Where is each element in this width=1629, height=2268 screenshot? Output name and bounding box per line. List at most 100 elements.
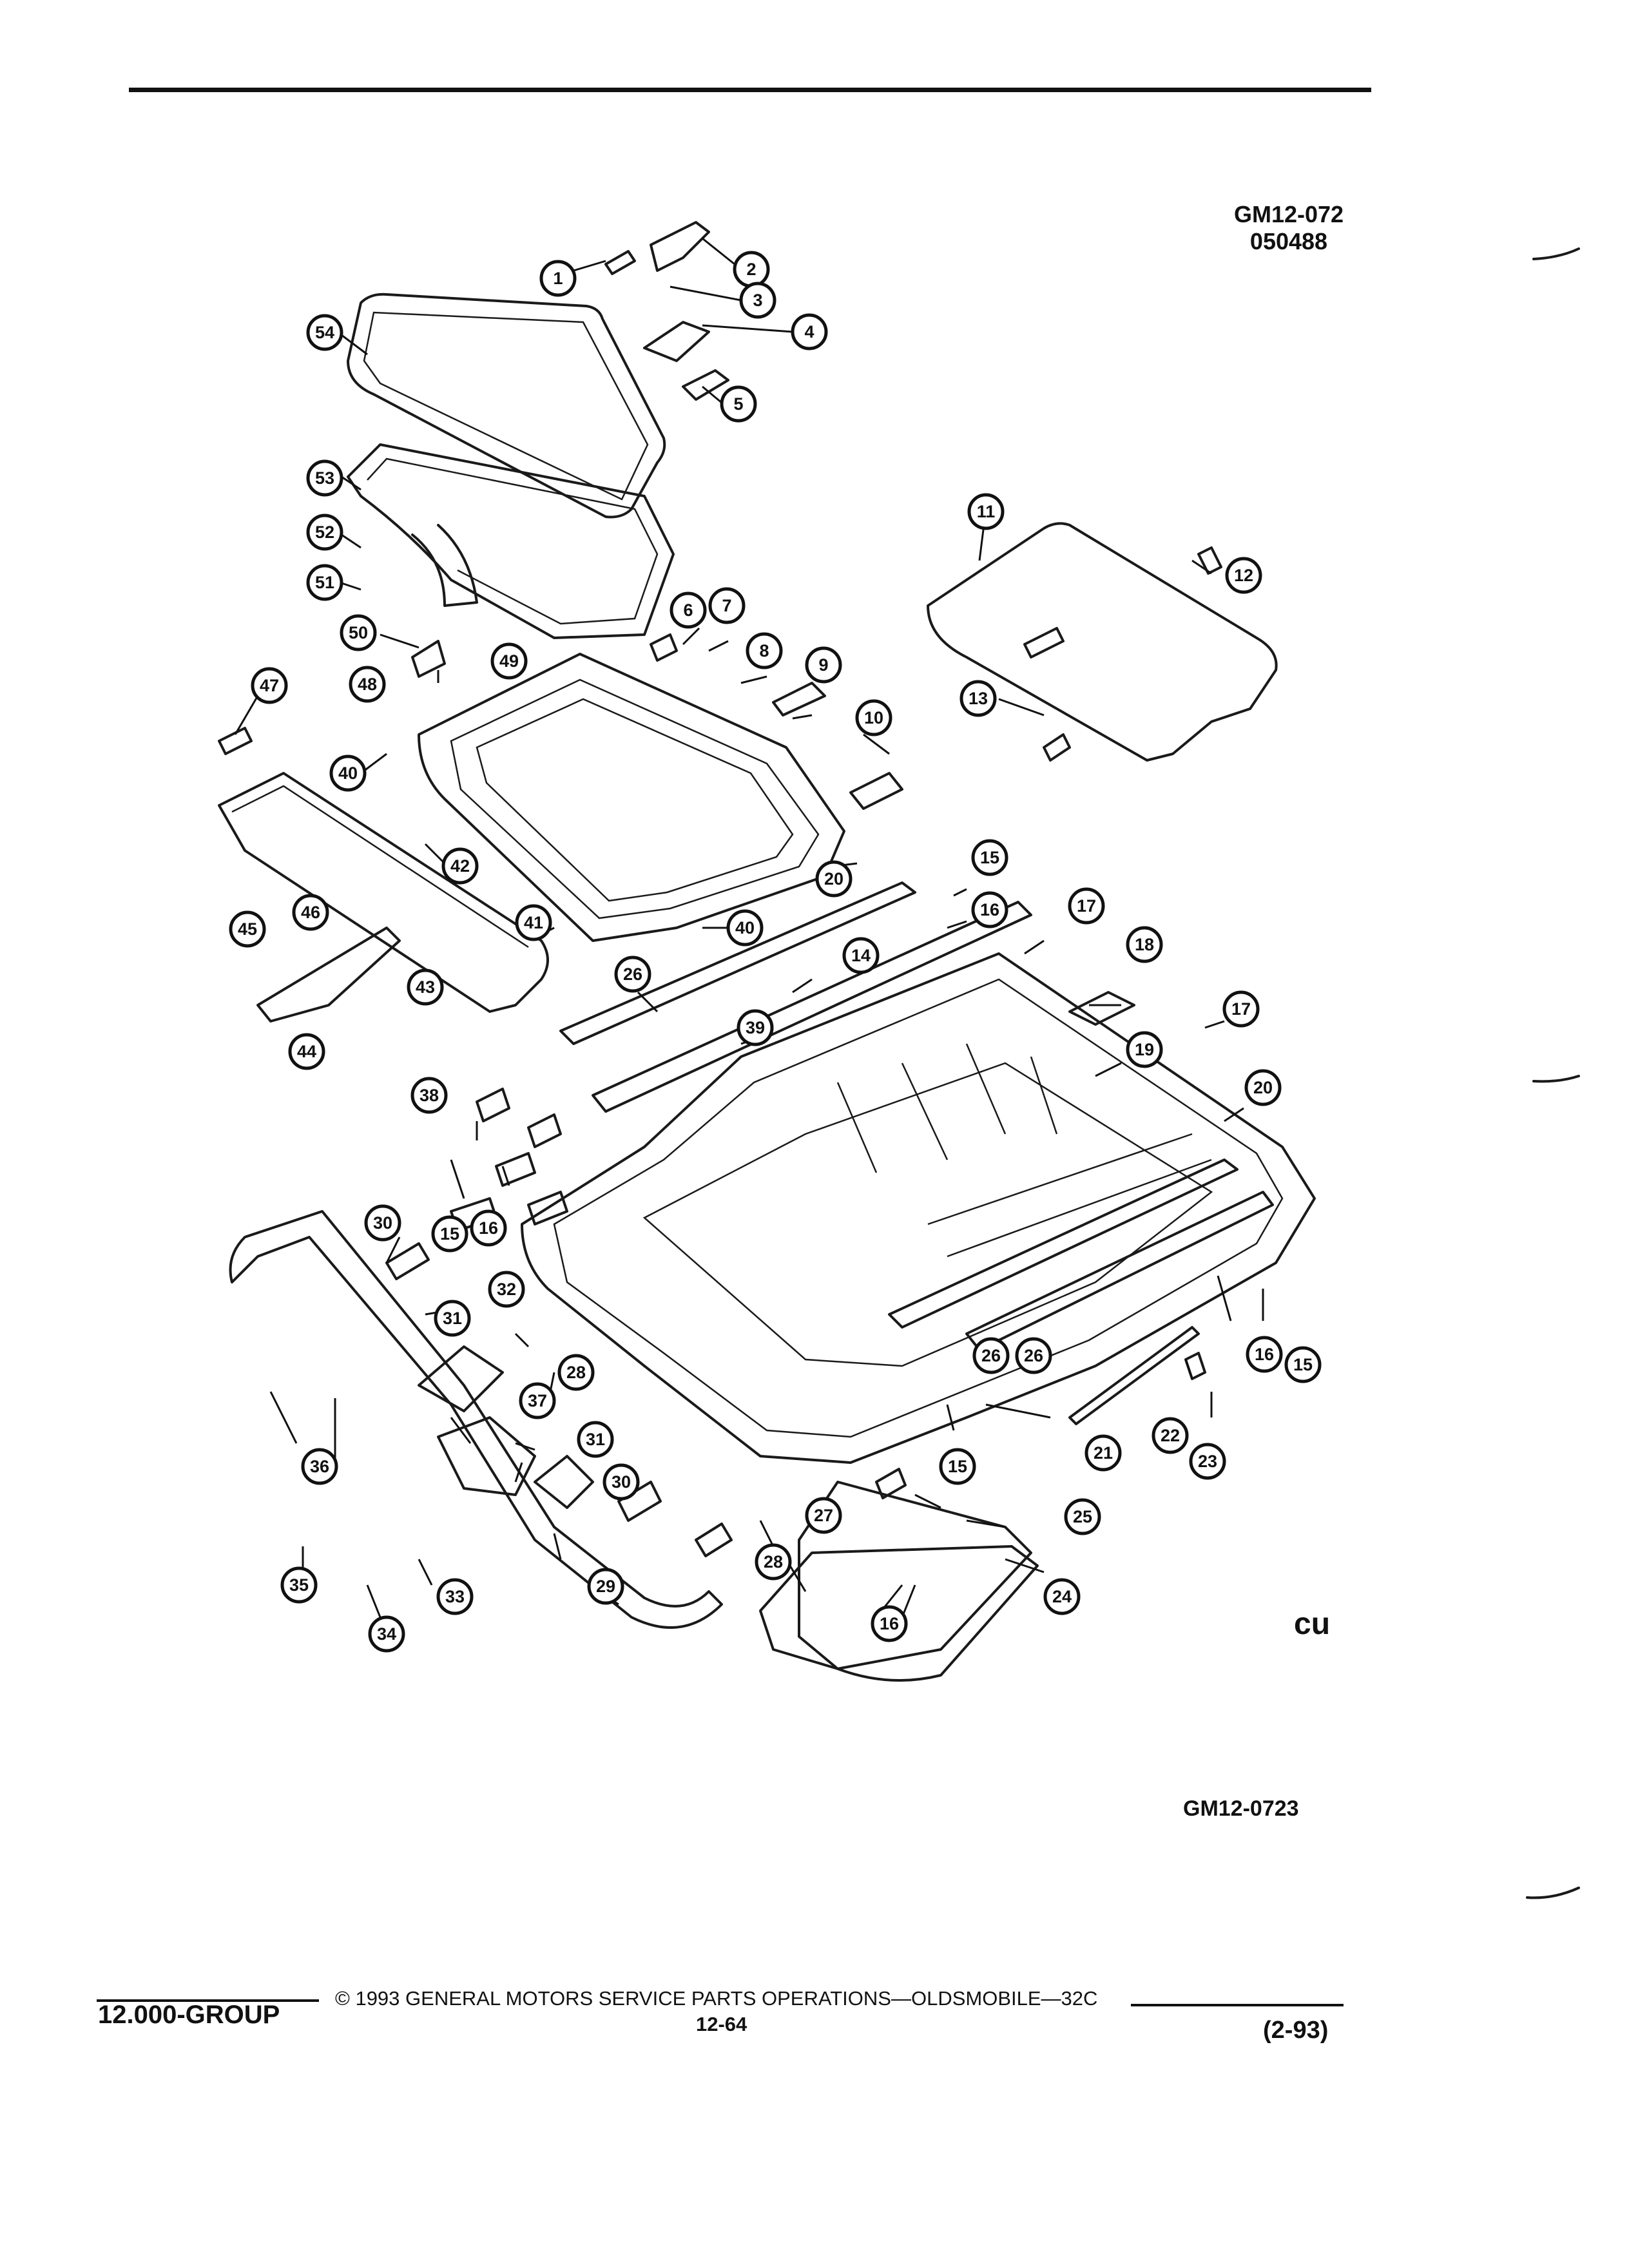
callout-16d-label: 16 (880, 1614, 899, 1633)
callout-52-label: 52 (315, 523, 334, 542)
callout-36: 36 (301, 1448, 338, 1485)
callout-17a-label: 17 (1077, 896, 1096, 916)
callout-18-label: 18 (1135, 935, 1154, 954)
callout-13-label: 13 (969, 689, 988, 708)
callout-11: 11 (967, 493, 1005, 530)
callout-20a: 20 (815, 860, 853, 898)
callout-37-label: 37 (528, 1391, 547, 1410)
callout-49: 49 (490, 642, 528, 680)
callout-5-label: 5 (733, 394, 743, 414)
callout-16a: 16 (971, 891, 1008, 928)
callout-11-label: 11 (977, 502, 996, 521)
callout-15d-label: 15 (948, 1457, 967, 1476)
callout-34: 34 (368, 1615, 405, 1653)
callout-50-label: 50 (349, 623, 368, 642)
callout-9: 9 (805, 646, 842, 684)
margin-mark-1 (1532, 247, 1580, 260)
callout-26a-label: 26 (623, 965, 642, 984)
callout-14-label: 14 (851, 946, 871, 965)
callout-5: 5 (720, 385, 757, 423)
callout-16b: 16 (470, 1209, 507, 1247)
callout-45: 45 (229, 910, 266, 948)
callout-17a: 17 (1068, 887, 1105, 925)
callout-16c: 16 (1246, 1336, 1283, 1373)
callout-20b-label: 20 (1253, 1078, 1273, 1097)
callout-29: 29 (587, 1568, 624, 1605)
callout-46-label: 46 (301, 903, 320, 922)
callout-40b: 40 (726, 909, 764, 947)
footer-group: 12.000-GROUP (98, 2001, 280, 2029)
callout-26b-label: 26 (981, 1346, 1001, 1365)
callout-26c: 26 (1015, 1337, 1052, 1374)
callout-23: 23 (1189, 1443, 1226, 1480)
callout-31a-label: 31 (443, 1309, 462, 1328)
callout-30a: 30 (364, 1204, 401, 1242)
callout-2: 2 (733, 251, 770, 288)
callout-32: 32 (488, 1271, 525, 1308)
callout-17b: 17 (1222, 990, 1260, 1028)
top-rule (129, 88, 1371, 92)
callout-45-label: 45 (238, 919, 257, 939)
callout-26a: 26 (614, 956, 651, 993)
callout-35: 35 (280, 1566, 318, 1604)
callout-7-label: 7 (722, 596, 731, 615)
callout-38: 38 (410, 1077, 448, 1114)
logo-mark: cu (1294, 1607, 1330, 1641)
callout-51: 51 (306, 564, 343, 601)
callout-31b: 31 (577, 1421, 614, 1458)
callout-47-label: 47 (260, 676, 279, 695)
callout-16c-label: 16 (1255, 1345, 1274, 1364)
figure-code: GM12-0723 (1183, 1796, 1299, 1821)
callout-49-label: 49 (499, 651, 519, 671)
callout-39-label: 39 (746, 1018, 765, 1037)
callout-9-label: 9 (818, 655, 828, 675)
callout-15b-label: 15 (440, 1224, 459, 1244)
callout-54-label: 54 (315, 323, 334, 342)
callout-31b-label: 31 (586, 1430, 605, 1449)
callout-16a-label: 16 (980, 900, 999, 919)
footer-page-number: 12-64 (696, 2013, 747, 2035)
callout-33: 33 (436, 1578, 474, 1615)
callout-31a: 31 (434, 1300, 471, 1337)
callout-34-label: 34 (377, 1624, 396, 1644)
callout-33-label: 33 (445, 1587, 465, 1606)
parts-drawing (218, 221, 1316, 1682)
callout-52: 52 (306, 514, 343, 551)
header-code: GM12-072 050488 (1211, 201, 1366, 255)
callout-13: 13 (959, 680, 997, 717)
callout-25: 25 (1064, 1498, 1101, 1535)
callout-53-label: 53 (315, 468, 334, 488)
callout-8: 8 (746, 632, 783, 669)
callout-15a: 15 (971, 839, 1008, 876)
callout-23-label: 23 (1198, 1452, 1217, 1471)
callout-43-label: 43 (416, 977, 435, 997)
callout-21: 21 (1084, 1434, 1122, 1472)
callout-18: 18 (1126, 926, 1163, 963)
callout-6-label: 6 (683, 601, 693, 620)
callout-41: 41 (515, 904, 552, 941)
callout-53: 53 (306, 459, 343, 497)
callout-15a-label: 15 (980, 848, 999, 867)
callout-16d: 16 (871, 1605, 908, 1642)
callout-24: 24 (1043, 1578, 1081, 1615)
header-code-line1: GM12-072 (1233, 201, 1344, 227)
callout-3: 3 (739, 282, 776, 319)
callout-3-label: 3 (753, 291, 762, 310)
callout-44-label: 44 (297, 1042, 316, 1061)
callout-29-label: 29 (596, 1577, 615, 1596)
callout-43: 43 (407, 968, 444, 1006)
callout-32-label: 32 (497, 1280, 516, 1299)
footer-rule-left (97, 1999, 319, 2002)
callout-30b-label: 30 (612, 1472, 631, 1492)
callout-4: 4 (791, 313, 828, 351)
callout-1-label: 1 (553, 269, 563, 288)
callout-group: 1 2 3 4 5 6 7 8 9 10 11 12 13 14 15 15 1… (229, 251, 1322, 1653)
callout-38-label: 38 (419, 1086, 439, 1105)
callout-22-label: 22 (1161, 1426, 1180, 1445)
callout-48: 48 (349, 666, 386, 703)
callout-47: 47 (251, 667, 288, 704)
callout-27-label: 27 (814, 1506, 833, 1525)
callout-6: 6 (670, 591, 707, 629)
callout-26b: 26 (972, 1337, 1010, 1374)
